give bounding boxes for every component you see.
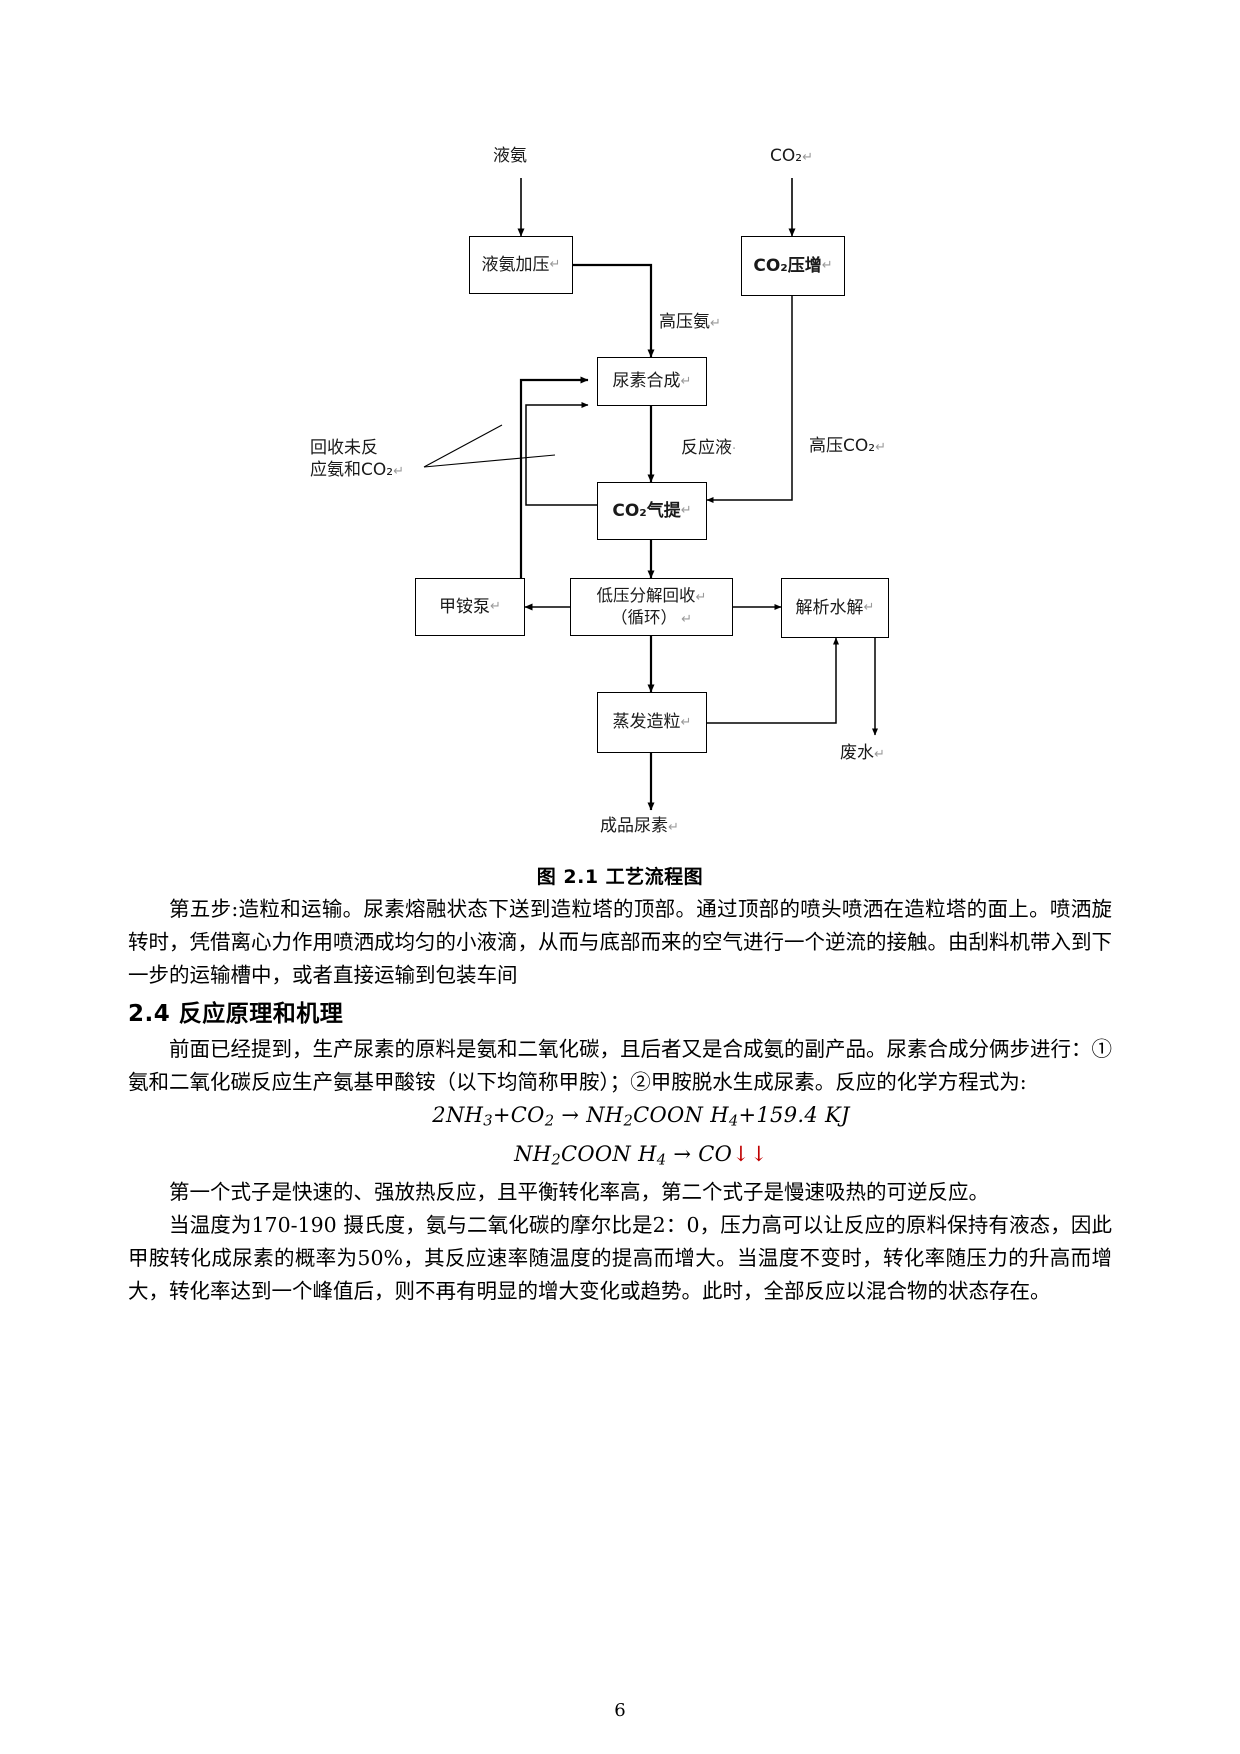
eq1-sub-c: 2 <box>623 1112 634 1130</box>
node-label-text: （循环） <box>610 608 677 627</box>
pilcrow-mark: ↵ <box>680 373 692 389</box>
node-label: 尿素合成 <box>612 371 681 392</box>
eq2-red-mark: ↓↓ <box>732 1141 768 1166</box>
pilcrow-mark: ↵ <box>549 257 561 273</box>
flow-label-co2-in-text: CO₂ <box>770 146 803 166</box>
pilcrow-mark: ↵ <box>393 464 404 480</box>
pilcrow-mark: · <box>732 442 737 457</box>
node-label-text: 低压分解回收 <box>596 585 696 605</box>
eq2-sub-b: 4 <box>656 1151 667 1169</box>
node-desorption-hydrolysis[interactable]: 解析水解↵ <box>781 578 889 638</box>
flow-label-high-pressure-co2: 高压CO₂↵ <box>809 435 886 457</box>
flow-label-line2: 应氨和CO₂↵ <box>310 459 440 481</box>
flow-label-line1: 回收未反 <box>310 438 378 458</box>
page-number: 6 <box>614 1700 626 1721</box>
node-label: 液氨加压 <box>481 254 550 275</box>
node-label: CO₂气提 <box>612 500 681 521</box>
flow-label-text: 高压CO₂ <box>809 436 876 456</box>
node-liquid-ammonia-pressurize[interactable]: 液氨加压↵ <box>469 236 573 294</box>
paragraph-reaction-principle: 前面已经提到，生产尿素的原料是氨和二氧化碳，且后者又是合成氨的副产品。尿素合成分… <box>128 1037 1112 1094</box>
node-label: 甲铵泵 <box>439 596 491 617</box>
node-label-line2: （循环） ↵ <box>611 607 692 629</box>
node-co2-stripping[interactable]: CO₂气提↵ <box>597 482 707 540</box>
pilcrow-mark: ↵ <box>695 589 707 605</box>
pilcrow-mark: ↵ <box>875 440 886 455</box>
eq1-part-b: +CO <box>492 1103 545 1127</box>
node-urea-synthesis[interactable]: 尿素合成↵ <box>597 357 707 406</box>
eq2-part-a: NH <box>514 1141 552 1166</box>
pilcrow-mark: ↵ <box>676 612 693 627</box>
flow-label-high-pressure-ammonia: 高压氨↵ <box>659 311 721 333</box>
eq1-part-d: COON H <box>633 1103 729 1127</box>
pilcrow-mark: ↵ <box>821 258 833 274</box>
flow-label-product-urea: 成品尿素↵ <box>600 815 679 837</box>
paragraph-temperature-conditions: 当温度为170-190 摄氏度，氨与二氧化碳的摩尔比是2：0，压力高可以让反应的… <box>128 1213 1112 1304</box>
flow-label-text: 高压氨 <box>659 312 710 332</box>
flow-label-reaction-liquid: 反应液· <box>681 437 736 459</box>
eq1-sub-b: 2 <box>544 1112 555 1130</box>
eq1-part-e: +159.4 KJ <box>738 1103 850 1127</box>
pilcrow-mark: ↵ <box>874 747 885 762</box>
node-low-pressure-decomposition[interactable]: 低压分解回收↵ （循环） ↵ <box>570 578 733 636</box>
flow-label-recycle-unreacted: 回收未反 应氨和CO₂↵ <box>310 437 440 481</box>
eq2-sub-a: 2 <box>551 1151 562 1169</box>
pilcrow-mark: ↵ <box>680 714 692 730</box>
node-label: 蒸发造粒 <box>612 712 681 733</box>
pilcrow-mark: ↵ <box>802 150 813 165</box>
flow-label-waste-water: 废水↵ <box>840 742 885 764</box>
process-flow-diagram: 液氨 CO₂↵ 液氨加压↵ CO₂压增↵ 尿素合成↵ CO₂气提↵ 低压分解回收… <box>310 145 889 837</box>
equation-1: 2NH3+CO2 → NH2COON H4+159.4 KJ <box>128 1099 1112 1138</box>
paragraph-step-five: 第五步:造粒和运输。尿素熔融状态下送到造粒塔的顶部。通过顶部的喷头喷洒在造粒塔的… <box>128 897 1112 987</box>
flow-label-text: 应氨和CO₂ <box>310 460 394 481</box>
pilcrow-mark: ↵ <box>490 599 501 615</box>
eq1-arrow: → <box>554 1103 587 1127</box>
pilcrow-mark: ↵ <box>863 600 875 616</box>
eq2-arrow: → <box>666 1141 699 1166</box>
flow-label-text: 废水 <box>840 743 874 763</box>
paragraph-reaction-kinetics: 第一个式子是快速的、强放热反应，且平衡转化率高，第二个式子是慢速吸热的可逆反应。 <box>169 1180 989 1205</box>
eq2-part-c: CO <box>698 1141 733 1166</box>
flow-label-text: 成品尿素 <box>600 816 668 836</box>
eq2-part-b: COON H <box>561 1141 657 1166</box>
eq1-sub-d: 4 <box>728 1112 739 1130</box>
node-label: CO₂压增 <box>753 255 822 276</box>
node-evaporation-granulation[interactable]: 蒸发造粒↵ <box>597 692 707 753</box>
document-body: 第五步:造粒和运输。尿素熔融状态下送到造粒塔的顶部。通过顶部的喷头喷洒在造粒塔的… <box>128 893 1112 1308</box>
pilcrow-mark: ↵ <box>680 503 692 519</box>
flow-label-text: 反应液 <box>681 438 732 458</box>
eq1-part-a: 2NH <box>432 1103 484 1127</box>
node-label: 解析水解 <box>795 597 864 618</box>
node-co2-compress[interactable]: CO₂压增↵ <box>741 236 845 296</box>
eq1-sub-a: 3 <box>483 1112 493 1130</box>
flow-label-liquid-ammonia-in: 液氨 <box>493 146 527 166</box>
node-label-line1: 低压分解回收↵ <box>597 585 707 607</box>
pilcrow-mark: ↵ <box>710 316 721 331</box>
node-ammonium-carbamate-pump[interactable]: 甲铵泵↵ <box>415 578 525 636</box>
equation-2: NH2COON H4 → CO↓↓ <box>128 1138 1112 1177</box>
pilcrow-mark: ↵ <box>668 820 679 835</box>
section-heading-2-4: 2.4 反应原理和机理 <box>128 1001 344 1027</box>
eq1-part-c: NH <box>586 1103 624 1127</box>
flow-label-co2-in: CO₂↵ <box>770 145 813 167</box>
figure-caption: 图 2.1 工艺流程图 <box>536 866 704 888</box>
